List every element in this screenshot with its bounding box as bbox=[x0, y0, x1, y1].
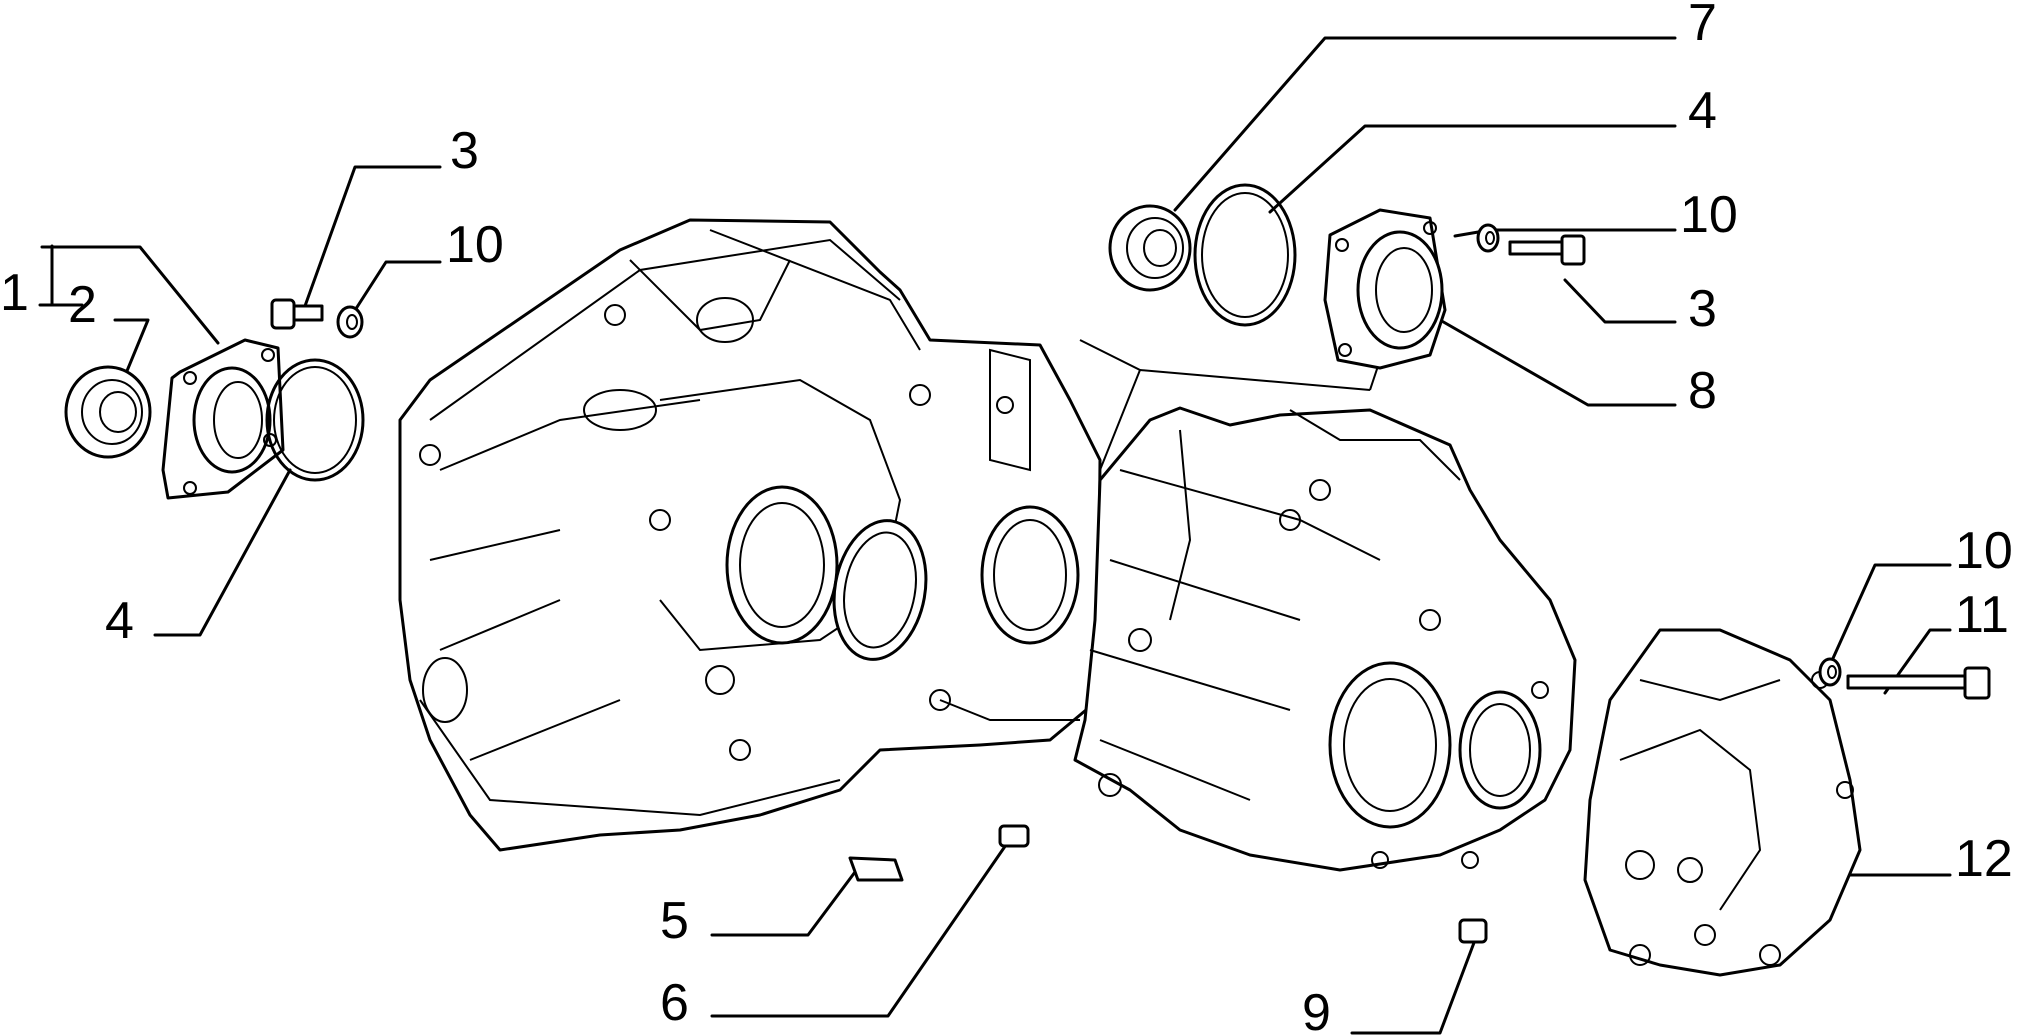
leader-7 bbox=[1173, 36, 1677, 212]
leader-4b bbox=[1268, 124, 1677, 214]
flange-part-8 bbox=[1323, 208, 1447, 370]
bolt-part-11 bbox=[1846, 666, 1991, 700]
washer-part-10-far-right bbox=[1818, 657, 1842, 687]
leader-5 bbox=[710, 866, 860, 937]
plate-part-5 bbox=[848, 856, 904, 882]
o-ring-part-4-right bbox=[1193, 183, 1297, 327]
plug-part-6 bbox=[998, 824, 1030, 848]
leader-10a bbox=[348, 260, 442, 320]
plug-part-9 bbox=[1458, 918, 1488, 944]
gearbox-housing-left bbox=[398, 218, 1102, 852]
leader-3a bbox=[303, 165, 442, 308]
callout-1: 1 bbox=[0, 264, 29, 322]
leader-11 bbox=[1883, 628, 1952, 695]
callout-10-top-right: 10 bbox=[1680, 186, 1738, 244]
flange-part-1 bbox=[161, 338, 285, 500]
callout-4-right: 4 bbox=[1688, 82, 1717, 140]
gearbox-housing-middle bbox=[1073, 339, 1577, 872]
leader-4a bbox=[153, 468, 292, 637]
washer-part-10-left bbox=[336, 305, 364, 339]
leader-9 bbox=[1350, 938, 1477, 1035]
callout-8: 8 bbox=[1688, 362, 1717, 420]
washer-part-10-top-right bbox=[1476, 223, 1500, 253]
callout-10-far-right: 10 bbox=[1955, 522, 2013, 580]
o-ring-part-4-left bbox=[265, 358, 365, 482]
callout-9: 9 bbox=[1302, 984, 1331, 1036]
bolt-part-3-right bbox=[1508, 234, 1586, 266]
leader-6 bbox=[710, 840, 1010, 1018]
end-cover-part-12 bbox=[1583, 628, 1862, 977]
leader-1 bbox=[40, 245, 84, 307]
callout-10-left: 10 bbox=[446, 216, 504, 274]
callout-11: 11 bbox=[1955, 586, 2009, 644]
callout-3-right: 3 bbox=[1688, 280, 1717, 338]
callout-7: 7 bbox=[1688, 0, 1717, 52]
oil-seal-part-2 bbox=[64, 365, 152, 459]
callout-4-left: 4 bbox=[105, 592, 134, 650]
leader-10c bbox=[1828, 563, 1952, 667]
leader-3b bbox=[1563, 278, 1677, 324]
callout-12: 12 bbox=[1955, 830, 2013, 888]
callout-6: 6 bbox=[660, 974, 689, 1032]
oil-seal-part-7 bbox=[1108, 204, 1192, 292]
callout-2: 2 bbox=[68, 276, 97, 334]
bolt-part-3-left bbox=[270, 298, 324, 330]
callout-5: 5 bbox=[660, 892, 689, 950]
leader-8 bbox=[1438, 318, 1677, 407]
callout-3-left: 3 bbox=[450, 122, 479, 180]
